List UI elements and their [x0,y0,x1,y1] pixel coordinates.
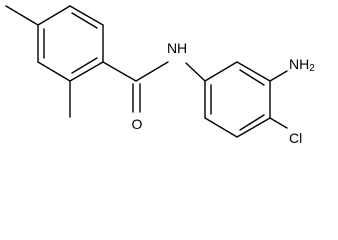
bond-ring2-2 [204,117,238,138]
amide-group: O N H [102,40,206,132]
amino-nh-text: NH [289,56,309,72]
atom-nh2-label: NH2 [289,56,315,74]
bond-ring2-6 [204,61,238,82]
atom-cl-label: Cl [289,130,302,146]
amino-subscript-text: 2 [309,63,315,74]
bond-ring-carbonyl [102,61,137,82]
bond-nh-ring [185,62,206,82]
bond-ring1-1 [69,5,104,26]
left-benzene-ring [37,5,104,82]
bond-ring1-inner-1 [71,12,98,29]
chemical-structure: O N H NH2 Cl [5,5,315,146]
bond-ring2-3 [236,117,271,138]
atom-n-label: N [167,40,177,56]
bond-ring1-inner-2 [71,57,98,74]
bond-ring2-inner-2 [239,114,265,131]
bond-methyl-para [5,5,39,26]
bond-ring1-3 [69,61,104,82]
right-benzene-ring [204,61,271,138]
bond-ring1-6 [37,5,71,26]
chloro-group: Cl [269,117,302,146]
amino-group: NH2 [269,56,315,82]
bond-ring-chloro [269,117,288,129]
bond-ring2-5 [236,61,271,82]
bond-carbonyl-nh [135,61,169,82]
bond-ring-amino [269,70,288,82]
bond-ring2-inner-3 [239,69,265,86]
atom-h-label: H [177,40,187,56]
bond-ring1-4 [37,61,71,82]
atom-o-label: O [132,116,143,132]
